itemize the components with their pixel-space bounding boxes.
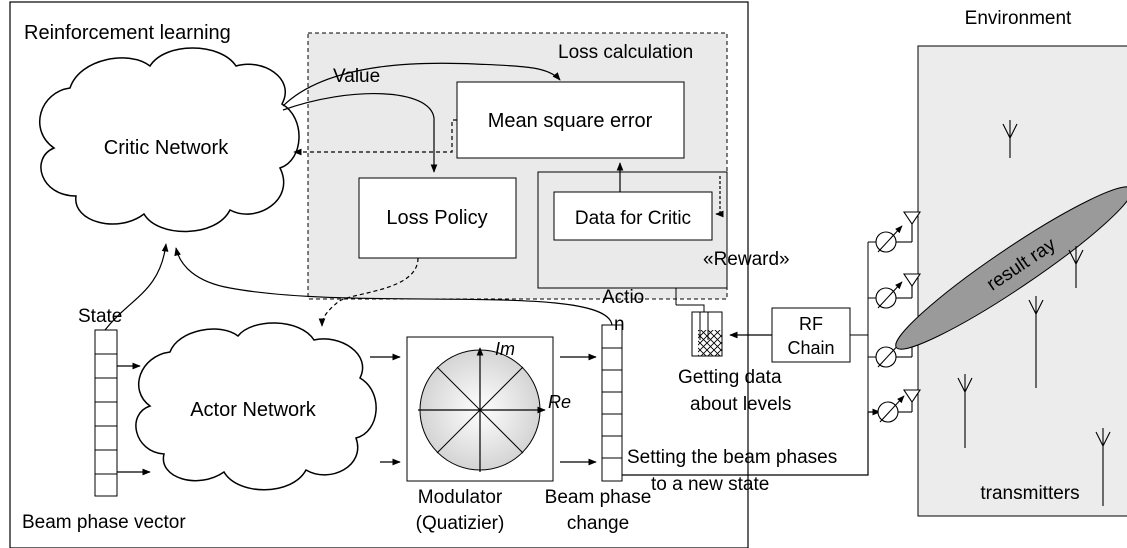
critic-cloud: [39, 47, 300, 233]
state-to-critic-arrow: [104, 243, 169, 331]
transmitters-label: transmitters: [980, 483, 1079, 504]
reward-label: «Reward»: [703, 249, 790, 270]
beam-phase-vector-label: Beam phase vector: [22, 512, 186, 533]
mse-label: Mean square error: [488, 110, 653, 132]
loss-policy-label: Loss Policy: [386, 207, 487, 229]
antenna-array: [875, 211, 922, 423]
level-sensor: [691, 311, 723, 357]
modulator-label-2: (Quatizier): [416, 513, 505, 534]
action-label-2: n: [614, 314, 625, 335]
getting-label-2: about levels: [690, 394, 791, 415]
data-critic-box: [553, 191, 713, 241]
data-critic-label: Data for Critic: [575, 208, 691, 229]
phase-shifter-bus: [850, 241, 876, 412]
critic-label: Critic Network: [104, 137, 229, 159]
actor-cloud: [135, 322, 377, 491]
transmitter-icons: [957, 120, 1111, 506]
loss-policy-box: [358, 177, 517, 259]
beam-phase-vector: [94, 329, 118, 497]
modulator-label-1: Modulator: [418, 487, 503, 508]
loss-calc-label: Loss calculation: [558, 42, 693, 63]
action-to-critic-arrow: [174, 247, 613, 326]
getting-label-1: Getting data: [678, 367, 782, 388]
rf-chain-box: [771, 307, 851, 363]
beam-change-label-2: change: [567, 513, 629, 534]
reward-feedback-arrow: [715, 176, 724, 218]
re-label: Re: [548, 392, 571, 412]
loss-policy-to-actor-arrow: [318, 257, 419, 327]
value-label: Value: [333, 66, 380, 87]
rl-title: Reinforcement learning: [24, 22, 231, 44]
beam-change-label-1: Beam phase: [545, 487, 652, 508]
setting-label-1: Setting the beam phases: [627, 447, 837, 468]
action-label-1: Actio: [602, 287, 644, 308]
actor-label: Actor Network: [190, 399, 317, 421]
critic-to-loss-policy-arrow: [282, 93, 438, 173]
env-title: Environment: [965, 8, 1072, 29]
setting-phases-arrow: [622, 408, 881, 476]
im-label: Im: [495, 339, 515, 359]
rf-chain-label-2: Chain: [787, 338, 834, 358]
mse-to-critic-arrow: [293, 119, 457, 156]
state-label: State: [78, 306, 122, 327]
mse-box: [456, 81, 685, 159]
beam-phase-change-vector: [601, 324, 623, 482]
rf-chain-label-1: RF: [799, 314, 823, 334]
setting-label-2: to a new state: [651, 474, 769, 495]
value-arrow: [282, 62, 561, 107]
